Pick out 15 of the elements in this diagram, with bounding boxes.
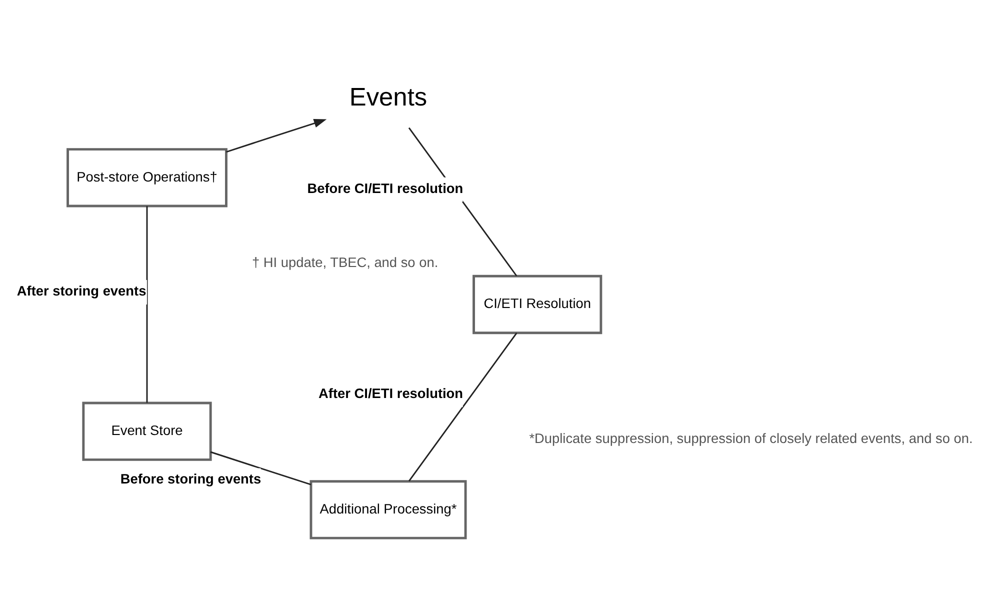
node-box: Additional Processing*	[310, 480, 467, 539]
edge-label: Before CI/ETI resolution	[307, 180, 464, 196]
connector	[146, 206, 148, 402]
edge-label: Before storing events	[120, 471, 262, 486]
edge-label: After storing events	[16, 282, 146, 298]
connector	[408, 332, 518, 482]
edge-label: After CI/ETI resolution	[318, 385, 464, 400]
node-box: CI/ETI Resolution	[472, 274, 602, 334]
node-text: Events	[349, 82, 428, 111]
node-box: Post-store Operations†	[66, 148, 228, 207]
connector	[210, 450, 312, 485]
label: *Duplicate suppression, suppression of closely related events, and so on.	[529, 430, 973, 446]
arrow	[226, 118, 327, 152]
node-box: Event Store	[82, 401, 212, 460]
label: † HI update, TBEC, and so on.	[252, 254, 438, 270]
